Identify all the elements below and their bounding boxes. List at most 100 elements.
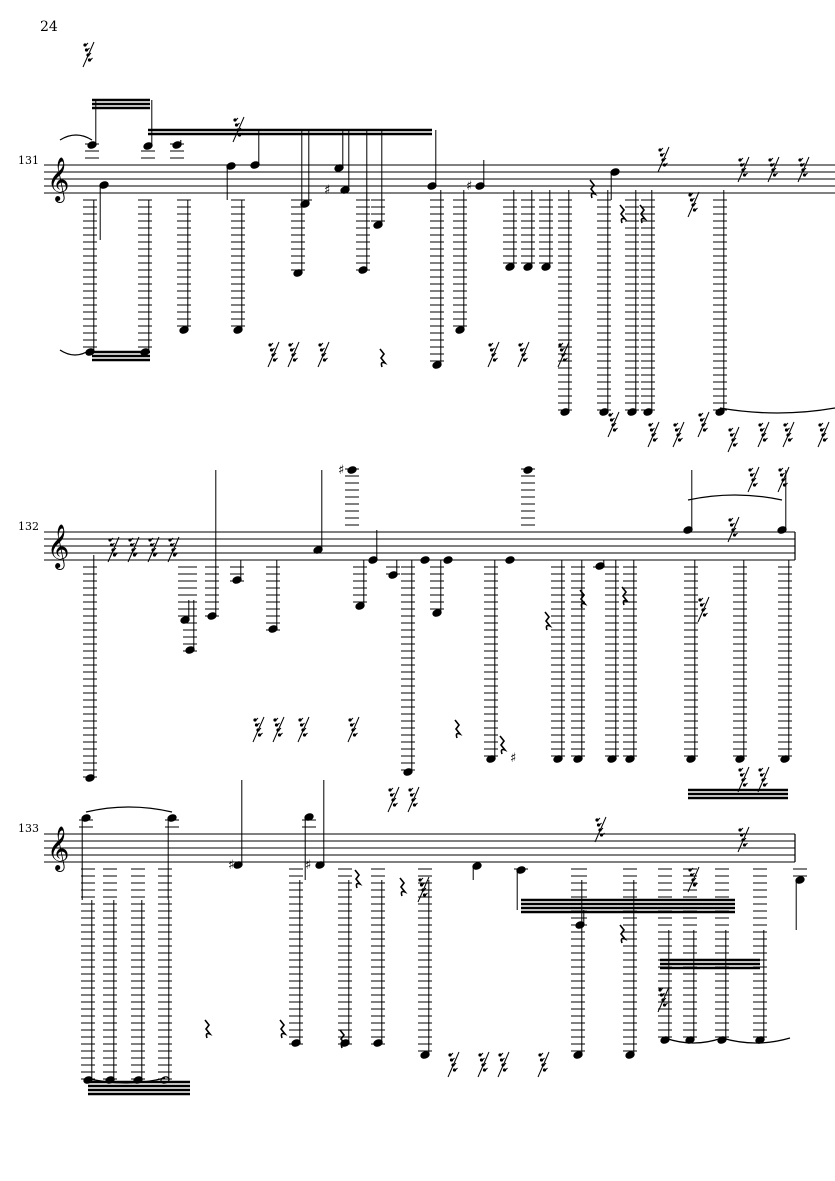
rest-flag <box>703 607 707 611</box>
rest-flag <box>610 412 614 416</box>
rest-mark <box>379 348 388 368</box>
rest-flag <box>782 472 785 476</box>
treble-clef-icon: 𝄞 <box>47 524 69 570</box>
rest-dot <box>768 158 772 162</box>
rest-dot <box>539 1058 544 1062</box>
rest-dot <box>169 543 174 547</box>
rest-dot <box>452 1068 457 1072</box>
rest-flag <box>545 1067 548 1071</box>
rest-flag <box>353 727 357 731</box>
rest-flag <box>690 867 694 871</box>
rest-flag <box>703 422 707 426</box>
rest-flag <box>613 422 617 426</box>
rest-flag <box>735 442 738 446</box>
rest-dot <box>759 428 764 432</box>
rest-flag <box>293 352 297 356</box>
rest-stem <box>697 596 710 623</box>
rest-stem <box>747 466 760 493</box>
rest-dot <box>688 868 692 872</box>
rest-flag <box>412 792 415 796</box>
staff-lines <box>44 531 795 561</box>
rest-flag <box>133 547 137 551</box>
rest-flag <box>255 717 259 721</box>
rest-stem <box>147 536 160 563</box>
rest-dot <box>688 193 692 197</box>
rest-dot <box>274 723 279 727</box>
rest-stem <box>417 876 430 903</box>
rest-flag <box>790 437 793 441</box>
rest-flag <box>423 887 427 891</box>
rest-dot <box>798 158 802 162</box>
rest-flag <box>410 787 414 791</box>
rest-mark <box>589 179 598 199</box>
rest-flag <box>493 352 497 356</box>
rest-flag <box>745 842 748 846</box>
rest-flag <box>663 997 667 1001</box>
rest-flag <box>502 1057 505 1061</box>
rest-dot <box>132 553 137 557</box>
rest-dot <box>782 483 787 487</box>
rest-flag <box>395 802 398 806</box>
rest-flag <box>322 347 325 351</box>
rest-dot <box>277 733 282 737</box>
rest-mark <box>399 877 408 897</box>
rest-flag <box>732 432 735 436</box>
rest-stem <box>127 536 140 563</box>
rest-dot <box>608 413 612 417</box>
rest-dot <box>562 358 567 362</box>
rest-dot <box>558 343 562 347</box>
rest-flag <box>735 532 738 536</box>
note-head <box>420 556 430 564</box>
rest-stem <box>557 341 570 368</box>
rest-flag <box>822 427 825 431</box>
rest-flag <box>562 347 565 351</box>
rest-stem <box>267 341 280 368</box>
rest-dot <box>388 788 392 792</box>
rest-flag <box>413 797 417 801</box>
rest-flag <box>602 832 605 836</box>
rest-stem <box>487 341 500 368</box>
rest-flag <box>662 152 665 156</box>
page-number: 24 <box>40 19 58 35</box>
rest-flag <box>152 542 155 546</box>
rest-stem <box>447 1051 460 1078</box>
note-head <box>347 466 357 474</box>
rest-flag <box>278 727 282 731</box>
rest-dot <box>728 518 732 522</box>
note-head <box>505 556 515 564</box>
rest-dot <box>738 158 742 162</box>
rest-dot <box>759 773 764 777</box>
rest-dot <box>482 1068 487 1072</box>
rest-flag <box>745 782 748 786</box>
rest-dot <box>168 538 172 542</box>
rest-flag <box>773 167 777 171</box>
rest-mark <box>454 719 463 739</box>
rest-dot <box>272 358 277 362</box>
rest-dot <box>778 468 782 472</box>
rest-flag <box>702 602 705 606</box>
staff-lines <box>44 833 795 863</box>
rest-flag <box>355 732 358 736</box>
rest-flag <box>272 347 275 351</box>
rest-dot <box>292 358 297 362</box>
rest-flag <box>700 412 704 416</box>
rest-dot <box>732 533 737 537</box>
rest-flag <box>733 527 737 531</box>
rest-stem <box>797 156 810 183</box>
rest-flag <box>820 422 824 426</box>
rest-dot <box>758 768 762 772</box>
rest-dot <box>348 718 352 722</box>
rest-dot <box>674 428 679 432</box>
rest-flag <box>763 432 767 436</box>
rest-stem <box>657 986 670 1013</box>
rest-dot <box>499 1058 504 1062</box>
rest-dot <box>448 1053 452 1057</box>
rest-dot <box>152 553 157 557</box>
rest-dot <box>662 163 667 167</box>
rest-dot <box>318 343 322 347</box>
rest-dot <box>738 828 742 832</box>
rest-dot <box>698 598 702 602</box>
rest-flag <box>803 167 807 171</box>
rest-dot <box>659 153 664 157</box>
rest-stem <box>767 156 780 183</box>
